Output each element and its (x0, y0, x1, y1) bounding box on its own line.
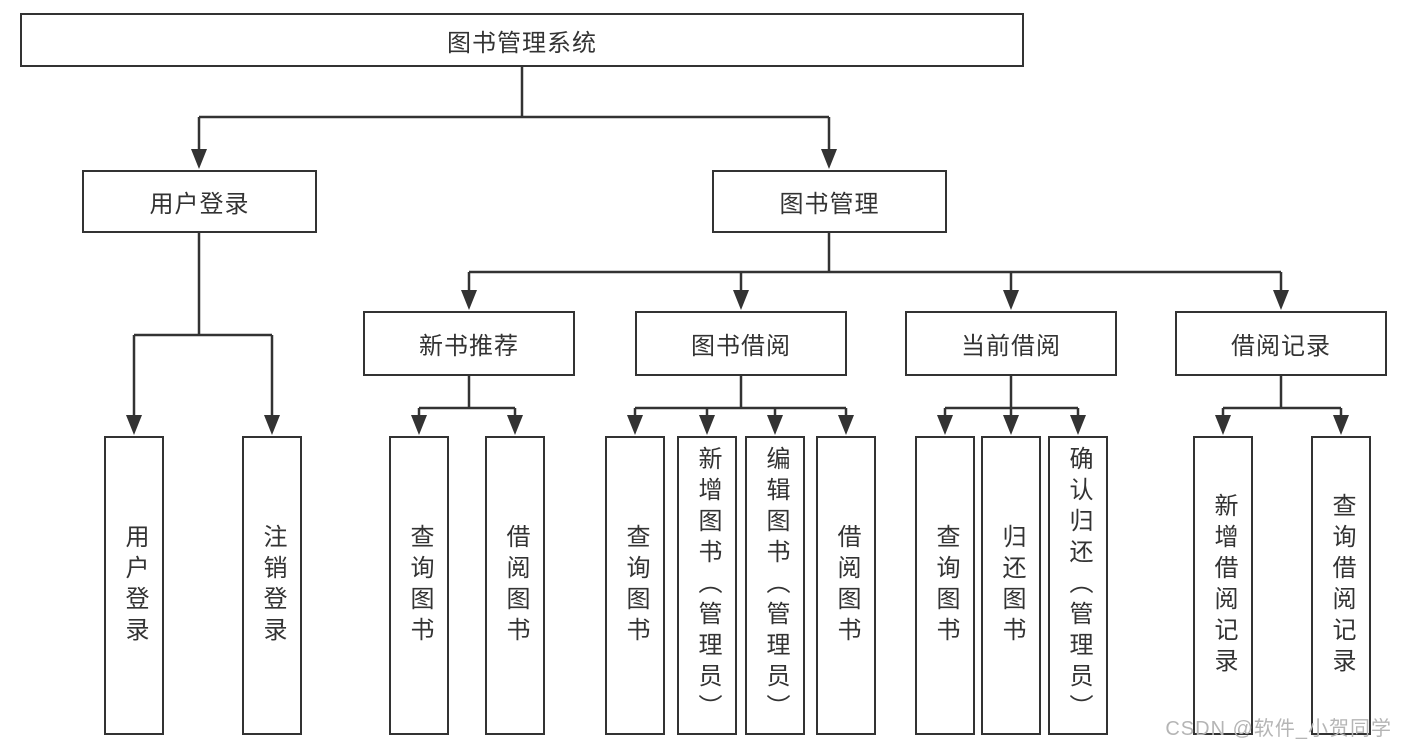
arrow-down-icon (411, 415, 427, 435)
arrow-down-icon (507, 415, 523, 435)
connector-book-borrow-children (627, 376, 854, 435)
arrow-down-icon (767, 415, 783, 435)
arrow-down-icon (1003, 415, 1019, 435)
node-library-management-system: 图书管理系统 (20, 13, 1024, 67)
node-leaf-borrow-books: 借阅图书 (816, 436, 876, 735)
node-label: 归还图书 (998, 523, 1025, 648)
node-label: 借阅图书 (502, 523, 529, 648)
connector-borrow-records-children (1215, 376, 1349, 435)
node-label: 新书推荐 (419, 333, 519, 360)
node-label: 查询借阅记录 (1328, 492, 1355, 679)
arrow-down-icon (821, 149, 837, 169)
node-label: 新增借阅记录 (1210, 492, 1237, 679)
node-leaf-query-books: 查询图书 (389, 436, 449, 735)
arrow-down-icon (1003, 290, 1019, 310)
node-leaf-return-book: 归还图书 (981, 436, 1041, 735)
arrow-down-icon (838, 415, 854, 435)
node-leaf-user-login: 用户登录 (104, 436, 164, 735)
arrow-down-icon (126, 415, 142, 435)
arrow-down-icon (1333, 415, 1349, 435)
arrow-down-icon (733, 290, 749, 310)
node-leaf-query-books: 查询图书 (605, 436, 665, 735)
connector-root-to-level2 (191, 67, 837, 169)
node-label: 借阅记录 (1231, 333, 1331, 360)
node-leaf-query-books: 查询图书 (915, 436, 975, 735)
node-label: 用户登录 (149, 191, 250, 218)
node-leaf-edit-book-admin: 编辑图书（管理员） (745, 436, 805, 735)
node-user-login: 用户登录 (82, 170, 317, 233)
node-leaf-confirm-return-admin: 确认归还（管理员） (1048, 436, 1108, 735)
node-label: 当前借阅 (961, 333, 1061, 360)
arrow-down-icon (191, 149, 207, 169)
arrow-down-icon (461, 290, 477, 310)
node-new-book-recommend: 新书推荐 (363, 311, 575, 376)
node-label: 注销登录 (259, 523, 286, 648)
connector-book-management-children (461, 233, 1289, 310)
node-book-borrow: 图书借阅 (635, 311, 847, 376)
node-leaf-query-borrow-record: 查询借阅记录 (1311, 436, 1371, 735)
node-leaf-borrow-books: 借阅图书 (485, 436, 545, 735)
node-label: 图书管理系统 (447, 29, 597, 57)
node-book-management: 图书管理 (712, 170, 947, 233)
node-label: 图书借阅 (691, 333, 791, 360)
arrow-down-icon (937, 415, 953, 435)
arrow-down-icon (699, 415, 715, 435)
node-leaf-add-borrow-record: 新增借阅记录 (1193, 436, 1253, 735)
node-label: 图书管理 (779, 191, 880, 218)
node-borrow-records: 借阅记录 (1175, 311, 1387, 376)
arrow-down-icon (1215, 415, 1231, 435)
node-label: 查询图书 (622, 523, 649, 648)
node-label: 编辑图书（管理员） (762, 446, 789, 725)
connector-new-book-recommend-children (411, 376, 523, 435)
node-label: 查询图书 (406, 523, 433, 648)
node-leaf-add-book-admin: 新增图书（管理员） (677, 436, 737, 735)
arrow-down-icon (1070, 415, 1086, 435)
node-current-borrow: 当前借阅 (905, 311, 1117, 376)
connector-current-borrow-children (937, 376, 1086, 435)
arrow-down-icon (627, 415, 643, 435)
node-label: 确认归还（管理员） (1065, 446, 1092, 725)
node-label: 用户登录 (121, 523, 148, 648)
node-leaf-logout: 注销登录 (242, 436, 302, 735)
arrow-down-icon (264, 415, 280, 435)
arrow-down-icon (1273, 290, 1289, 310)
node-label: 查询图书 (932, 523, 959, 648)
connector-user-login-children (126, 233, 280, 435)
node-label: 新增图书（管理员） (694, 446, 721, 725)
node-label: 借阅图书 (833, 523, 860, 648)
